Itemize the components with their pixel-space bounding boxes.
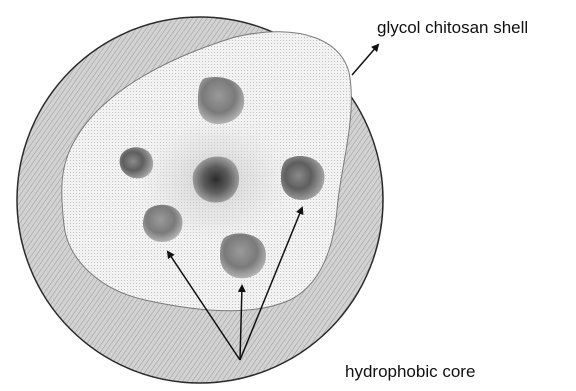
core-domain-right bbox=[281, 156, 325, 200]
core-label: hydrophobic core bbox=[345, 363, 475, 380]
core-domain-lower-left bbox=[143, 205, 183, 242]
shell-pointer-arrow bbox=[352, 45, 378, 75]
core-domain-bottom bbox=[220, 233, 266, 278]
shell-label: glycol chitosan shell bbox=[377, 19, 528, 36]
